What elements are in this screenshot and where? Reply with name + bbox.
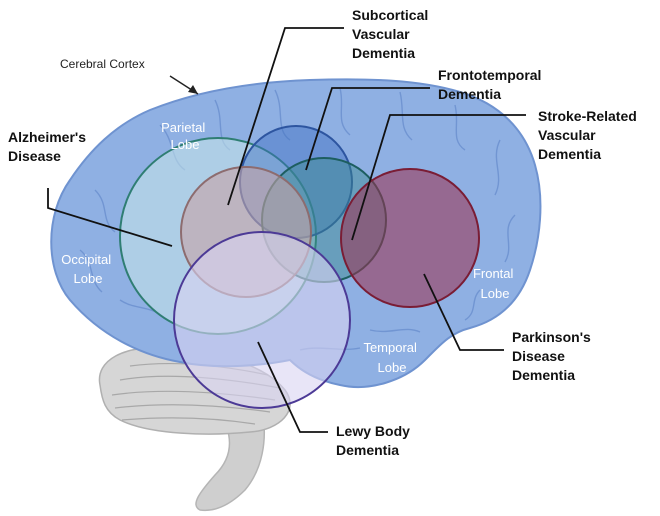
parkinsons-region <box>341 169 479 307</box>
cerebral-cortex-label: Cerebral Cortex <box>60 57 145 71</box>
stroke-vascular-label: Stroke-Related Vascular Dementia <box>538 108 641 162</box>
frontotemporal-label: Frontotemporal Dementia <box>438 67 545 102</box>
parkinsons-label: Parkinson's Disease Dementia <box>512 329 595 383</box>
lewy-body-region <box>174 232 350 408</box>
lewy-body-label: Lewy Body Dementia <box>336 423 414 458</box>
arrowhead-icon <box>188 85 198 94</box>
alzheimers-label: Alzheimer's Disease <box>8 129 90 164</box>
subcortical-label: Subcortical Vascular Dementia <box>352 7 432 61</box>
